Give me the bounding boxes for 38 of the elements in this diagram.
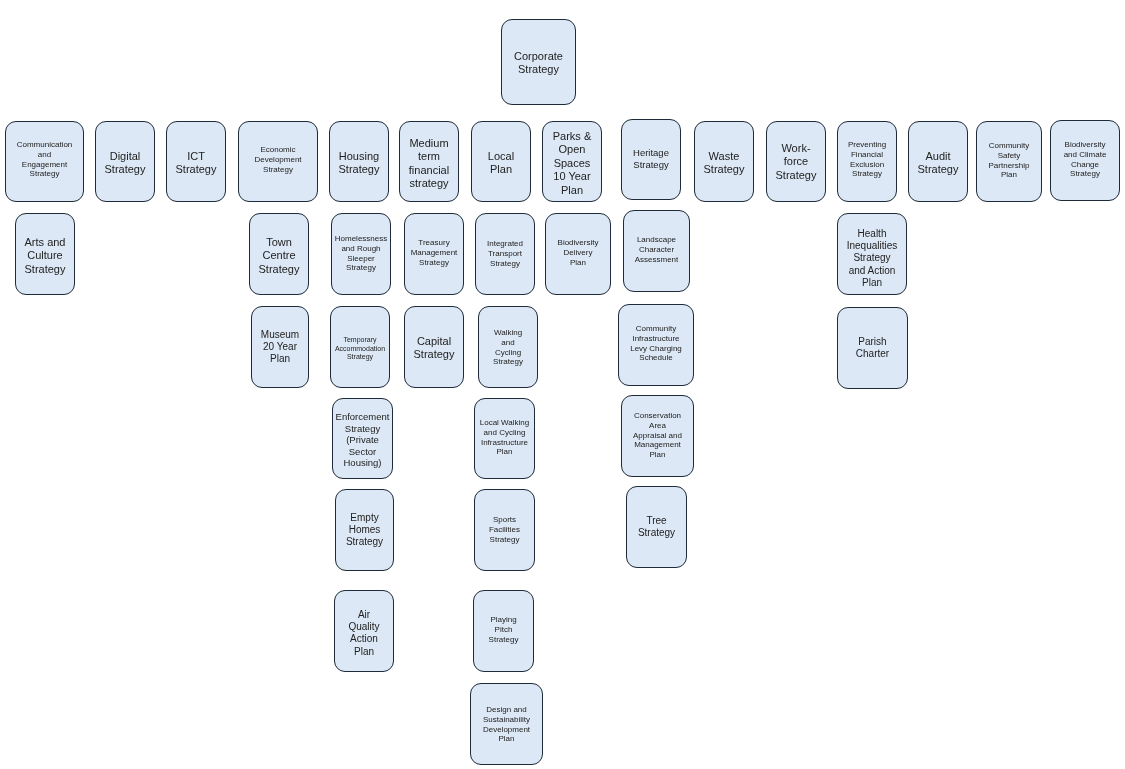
strategy-box: Local Walking and Cycling Infrastructure Plan [474, 398, 535, 479]
strategy-box: Arts and Culture Strategy [15, 213, 75, 295]
strategy-box: Conservation Area Appraisal and Management Plan [621, 395, 694, 477]
strategy-box: Treasury Management Strategy [404, 213, 464, 295]
strategy-box: Museum 20 Year Plan [251, 306, 309, 388]
strategy-box: Work-force Strategy [766, 121, 826, 202]
strategy-box: Town Centre Strategy [249, 213, 309, 295]
strategy-box: Preventing Financial Exclusion Strategy [837, 121, 897, 202]
strategy-box: Digital Strategy [95, 121, 155, 202]
strategy-box: ICT Strategy [166, 121, 226, 202]
strategy-box: Health Inequalities Strategy and Action Plan [837, 213, 907, 295]
strategy-box: Housing Strategy [329, 121, 389, 202]
strategy-box: Landscape Character Assessment [623, 210, 690, 292]
strategy-box: Walking and Cycling Strategy [478, 306, 538, 388]
strategy-box: Biodiversity Delivery Plan [545, 213, 611, 295]
strategy-box: Biodiversity and Climate Change Strategy [1050, 120, 1120, 201]
strategy-box: Waste Strategy [694, 121, 754, 202]
strategy-box: Homelessness and Rough Sleeper Strategy [331, 213, 391, 295]
strategy-box: Integrated Transport Strategy [475, 213, 535, 295]
strategy-box: Playing Pitch Strategy [473, 590, 534, 672]
strategy-box: Enforcement Strategy (Private Sector Housing) [332, 398, 393, 479]
strategy-box: Design and Sustainability Development Plan [470, 683, 543, 765]
strategy-box: Local Plan [471, 121, 531, 202]
strategy-box: Empty Homes Strategy [335, 489, 394, 571]
strategy-box: Air Quality Action Plan [334, 590, 394, 672]
strategy-box: Community Safety Partnership Plan [976, 121, 1042, 202]
strategy-box: Parish Charter [837, 307, 908, 389]
strategy-box: Audit Strategy [908, 121, 968, 202]
strategy-box: Parks & Open Spaces 10 Year Plan [542, 121, 602, 202]
strategy-box: Communication and Engagement Strategy [5, 121, 84, 202]
strategy-box: Medium term financial strategy [399, 121, 459, 202]
strategy-box: Tree Strategy [626, 486, 687, 568]
strategy-box: Community Infrastructure Levy Charging Schedule [618, 304, 694, 386]
strategy-box: Heritage Strategy [621, 119, 681, 200]
root-strategy-box: Corporate Strategy [501, 19, 576, 105]
strategy-box: Economic Development Strategy [238, 121, 318, 202]
strategy-box: Capital Strategy [404, 306, 464, 388]
strategy-box: Sports Facilities Strategy [474, 489, 535, 571]
